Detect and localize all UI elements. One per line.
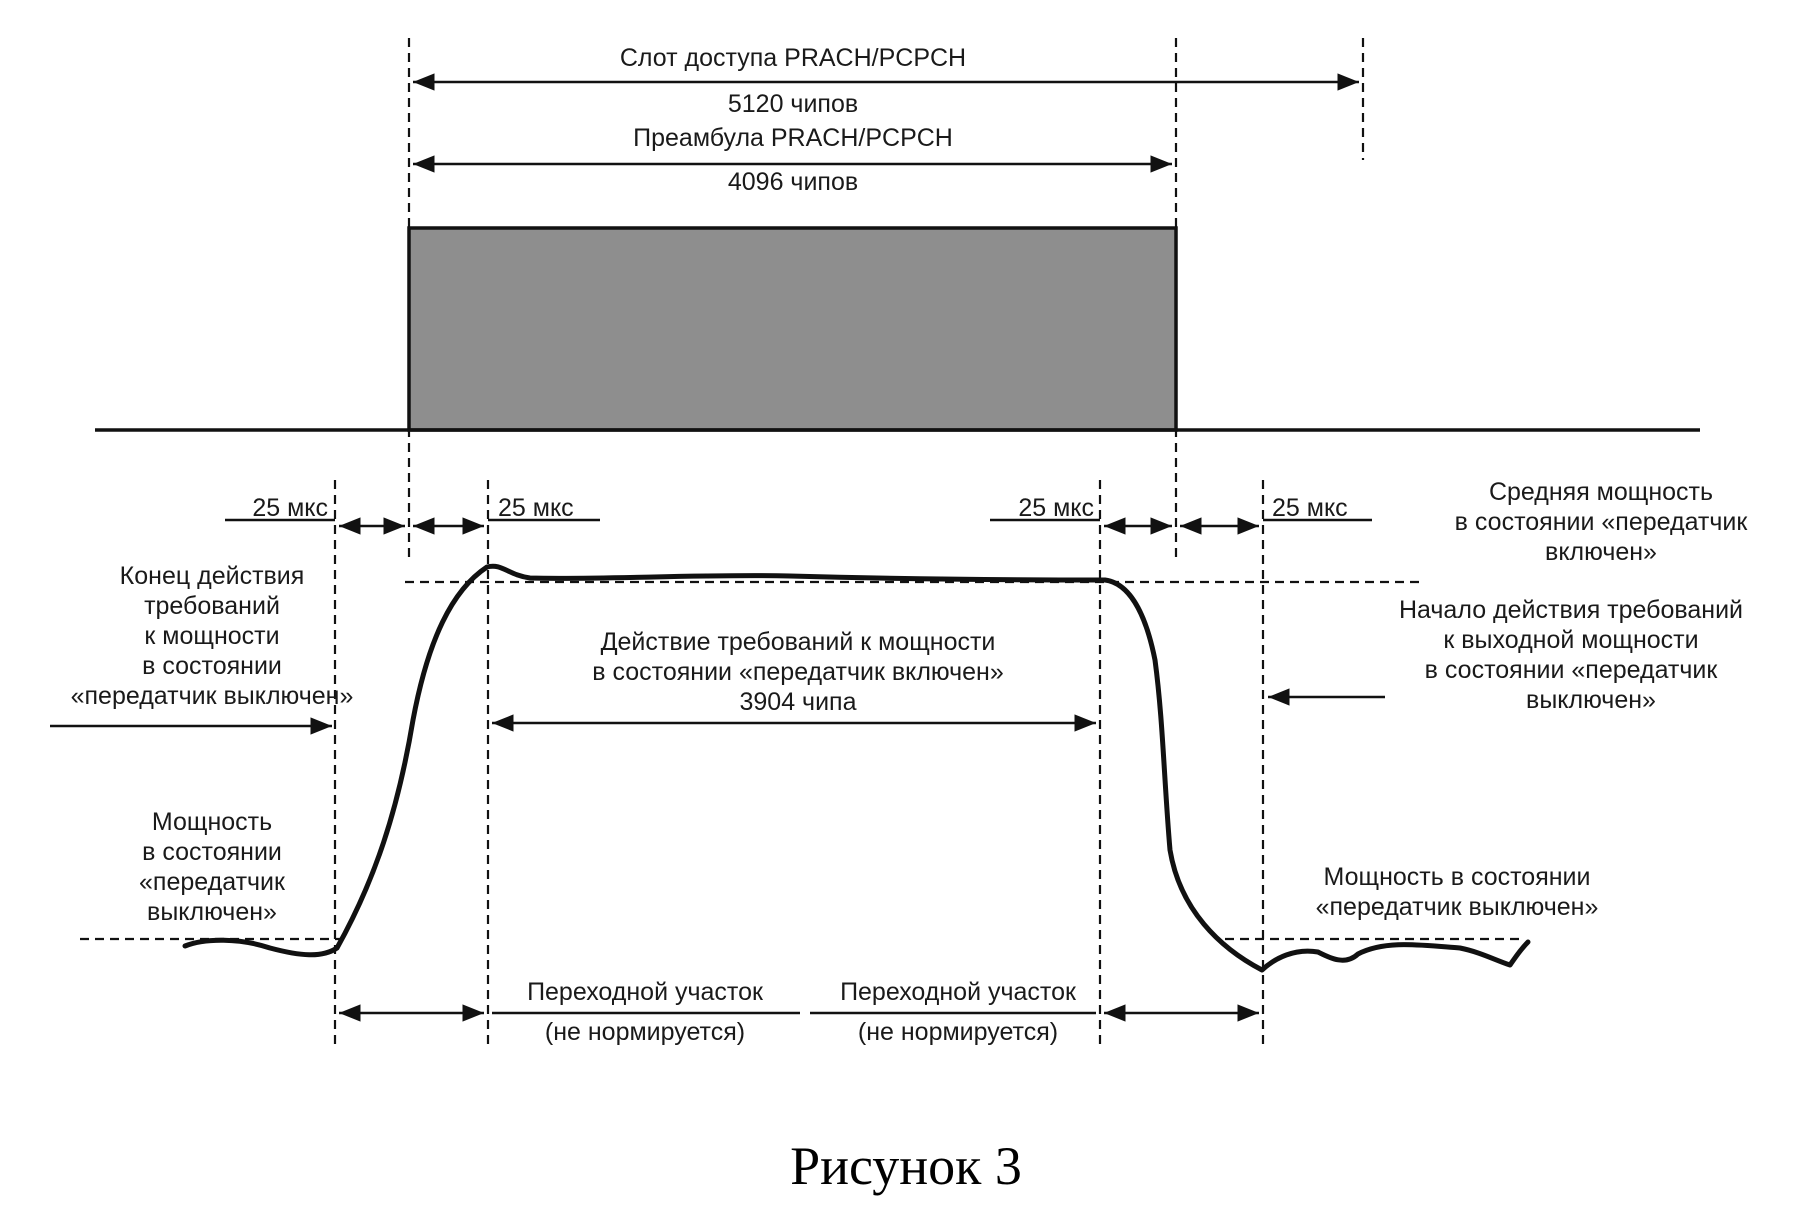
end-req-line1: Конец действия <box>120 562 305 590</box>
end-req-line4: в состоянии <box>142 652 282 680</box>
on-req-line2: в состоянии «передатчик включен» <box>592 658 1004 686</box>
access-slot-label: Слот доступа PRACH/PCPCH <box>620 44 966 72</box>
on-req-line1: Действие требований к мощности <box>601 628 996 656</box>
start-req-line3: в состоянии «передатчик <box>1425 656 1719 684</box>
off-power-left-line3: «передатчик <box>139 868 286 896</box>
preamble-label: Преамбула PRACH/PCPCH <box>633 124 953 152</box>
off-power-right-line2: «передатчик выключен» <box>1316 893 1599 921</box>
us25-d-label: 25 мкс <box>1272 494 1348 522</box>
figure-caption: Рисунок 3 <box>790 1136 1022 1196</box>
avg-power-line2: в состоянии «передатчик <box>1455 508 1749 536</box>
off-power-left-line4: выключен» <box>147 898 277 926</box>
transition-2-label: Переходной участок <box>840 978 1077 1006</box>
avg-power-line1: Средняя мощность <box>1489 478 1713 506</box>
chips-5120-label: 5120 чипов <box>728 90 858 118</box>
not-normed-2-label: (не нормируется) <box>858 1018 1058 1046</box>
chips-3904-label: 3904 чипа <box>740 688 857 716</box>
us25-b-label: 25 мкс <box>498 494 574 522</box>
power-waveform <box>182 563 1531 973</box>
not-normed-1-label: (не нормируется) <box>545 1018 745 1046</box>
off-power-left-line2: в состоянии <box>142 838 282 866</box>
end-req-line5: «передатчик выключен» <box>71 682 354 710</box>
transition-1-label: Переходной участок <box>527 978 764 1006</box>
start-req-line4: выключен» <box>1526 686 1656 714</box>
preamble-block <box>407 226 1178 432</box>
chips-4096-label: 4096 чипов <box>728 168 858 196</box>
off-power-left-line1: Мощность <box>152 808 272 836</box>
avg-power-line3: включен» <box>1545 538 1657 566</box>
start-req-line1: Начало действия требований <box>1399 596 1743 624</box>
end-req-line2: требований <box>144 592 280 620</box>
us25-a-label: 25 мкс <box>252 494 328 522</box>
off-power-right-line1: Мощность в состоянии <box>1324 863 1591 891</box>
start-req-line2: к выходной мощности <box>1443 626 1698 654</box>
end-req-line3: к мощности <box>144 622 279 650</box>
us25-c-label: 25 мкс <box>1018 494 1094 522</box>
